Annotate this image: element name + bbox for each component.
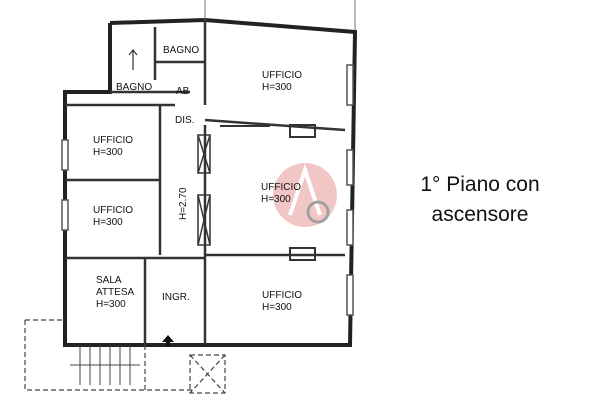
room-name: UFFICIO [93, 205, 133, 216]
exterior-stair [24, 319, 226, 394]
room-height: H=300 [93, 147, 123, 158]
caption-line2: ascensore [431, 203, 529, 226]
stair-arrow [128, 49, 138, 70]
room-name: UFFICIO [262, 70, 302, 81]
entrance-arrow-icon [162, 335, 174, 346]
room-name: UFFICIO [261, 182, 301, 193]
room-name: UFFICIO [262, 290, 302, 301]
caption-line1: 1° Piano con [420, 173, 540, 196]
windows [61, 64, 354, 316]
floor-caption: 1° Piano con ascensore [380, 170, 580, 230]
ingr-label: INGR. [162, 292, 190, 303]
room-height: H=300 [96, 299, 126, 310]
property-boundary [204, 0, 356, 30]
room-name: UFFICIO [93, 135, 133, 146]
dis-label: DIS. [175, 115, 195, 126]
stair-steps [70, 345, 140, 385]
bagno-left-label: BAGNO [116, 82, 153, 93]
ufficio-top-right-label: UFFICIO H=300 [262, 70, 302, 94]
ufficio-left-2-label: UFFICIO H=300 [93, 205, 133, 229]
interior-walls [65, 20, 346, 345]
room-height: H=300 [262, 302, 292, 313]
ufficio-center-label: UFFICIO H=300 [261, 182, 301, 206]
ab-label: AB [176, 86, 190, 97]
elevator-shaft [197, 134, 211, 246]
room-name-line2: ATTESA [96, 287, 135, 298]
corridor-height-label: H=2.70 [178, 187, 189, 220]
bagno-top-label: BAGNO [163, 45, 200, 56]
watermark-logo [273, 163, 337, 227]
room-height: H=300 [93, 217, 123, 228]
room-height: H=300 [261, 194, 291, 205]
room-name-line1: SALA [96, 275, 122, 286]
door-marks [220, 124, 316, 261]
room-height: H=300 [262, 82, 292, 93]
ufficio-bottom-right-label: UFFICIO H=300 [262, 290, 302, 314]
sala-attesa-label: SALA ATTESA H=300 [96, 275, 134, 311]
ufficio-left-1-label: UFFICIO H=300 [93, 135, 133, 159]
